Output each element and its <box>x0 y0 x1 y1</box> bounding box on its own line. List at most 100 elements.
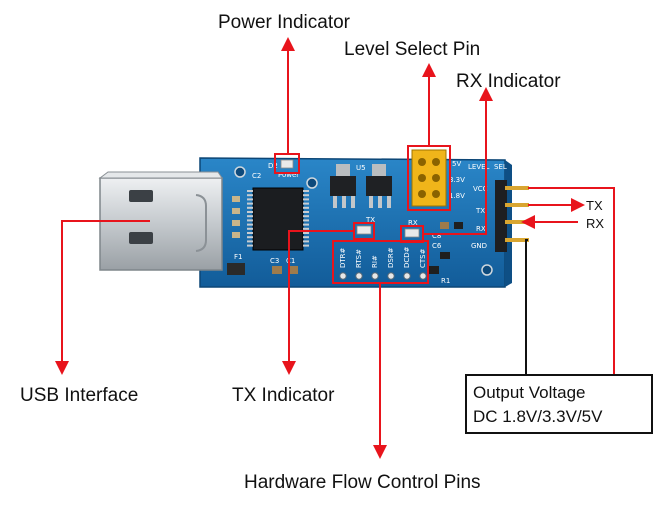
chip-pin <box>303 232 309 234</box>
label-output-voltage: Output Voltage <box>473 383 585 402</box>
chip-pin <box>247 240 253 243</box>
label-tx-line: TX <box>586 198 603 213</box>
chip-pin <box>247 190 253 192</box>
gnd-leader-line <box>525 239 528 375</box>
label-hardware-flow-control: Hardware Flow Control Pins <box>244 472 481 493</box>
silk-c6: C6 <box>432 242 442 250</box>
usb-interface-arrow <box>55 220 150 375</box>
label-power-indicator: Power Indicator <box>218 12 351 33</box>
silk-c8: C8 <box>432 232 441 240</box>
label-usb-interface: USB Interface <box>20 385 138 406</box>
chip-pin <box>303 219 309 222</box>
silk-rx-led: RX <box>408 219 418 227</box>
chip-pin <box>247 223 253 226</box>
output-pin-labels: VCC TX RX GND <box>471 185 488 250</box>
rx-led <box>404 228 420 238</box>
silk-d2: D2 <box>268 162 278 170</box>
silk-gnd: GND <box>471 242 487 250</box>
silk-sel: SEL <box>494 163 507 171</box>
chip-pin <box>247 232 253 234</box>
label-level-select-pin: Level Select Pin <box>344 39 480 60</box>
left-components: F1 C3 C1 C2 <box>227 172 298 275</box>
silk-tx: TX <box>475 207 485 215</box>
chip-pin <box>303 236 309 239</box>
flow-pin-label: DCD# <box>403 246 411 268</box>
chip-pin <box>303 244 309 247</box>
flow-pin-label: DSR# <box>387 247 395 268</box>
flow-pin-label: DTR# <box>339 247 347 268</box>
silk-u5: U5 <box>356 164 366 172</box>
silk-3v3: 3.3V <box>449 176 465 184</box>
rx-indicator-arrow <box>423 87 493 235</box>
label-tx-indicator: TX Indicator <box>232 385 335 406</box>
usb-connector <box>98 171 223 271</box>
silk-tx-led: TX <box>365 216 375 224</box>
flow-pin-hole <box>355 272 363 280</box>
chip-pin <box>247 244 253 247</box>
usb-slot <box>129 190 153 202</box>
silk-c1: C1 <box>286 257 295 265</box>
silk-5v: 5V <box>452 160 461 168</box>
output-pin-header <box>495 180 529 252</box>
chip-pin <box>247 236 253 239</box>
label-rx-indicator: RX Indicator <box>456 71 561 92</box>
silk-r1: R1 <box>441 277 450 285</box>
silk-rx: RX <box>476 225 486 233</box>
flow-pin-hole <box>339 272 347 280</box>
mount-hole <box>234 166 246 178</box>
chip-pin <box>247 211 253 213</box>
output-pin <box>505 220 529 224</box>
level-select-header: 5V 3.3V 1.8V LEVEL SEL <box>411 149 507 207</box>
chip-pin <box>247 202 253 205</box>
leader-lines <box>55 37 615 459</box>
tx-led <box>356 225 372 235</box>
silk-level: LEVEL <box>468 163 490 171</box>
chip-pin <box>303 215 309 218</box>
chip-pin <box>247 198 253 201</box>
flow-control-pins: DTR# RTS# RI# DSR# DCD# CTS# <box>339 246 427 280</box>
chip-pin <box>247 194 253 197</box>
flow-pin-hole <box>371 272 379 280</box>
usb-slot <box>129 232 153 244</box>
chip-pin <box>247 219 253 222</box>
tx-rx-leds: TX RX C8 C6 R1 <box>356 216 463 285</box>
chip-pin <box>247 206 253 209</box>
output-pin <box>505 203 529 207</box>
power-led: Power D2 <box>268 159 299 179</box>
flow-pin-hole <box>419 272 427 280</box>
chip-pin <box>303 202 309 205</box>
chip-pin <box>303 211 309 213</box>
flow-pin-label: RTS# <box>355 249 363 268</box>
silk-c3: C3 <box>270 257 279 265</box>
chip-pin <box>303 190 309 192</box>
flow-pin-label: RI# <box>371 255 379 268</box>
chip-pin <box>303 223 309 226</box>
output-pin <box>505 238 529 242</box>
silk-f1: F1 <box>234 253 242 261</box>
chip-pin <box>303 198 309 201</box>
silk-power: Power <box>278 171 299 179</box>
chip-pin <box>247 215 253 218</box>
vcc-leader-line <box>528 187 615 375</box>
label-output-voltage-range: DC 1.8V/3.3V/5V <box>473 407 603 426</box>
chip-pin <box>303 227 309 230</box>
silk-c2: C2 <box>252 172 261 180</box>
tx-indicator-arrow <box>282 230 354 375</box>
label-rx-line: RX <box>586 216 604 231</box>
output-pin <box>505 186 529 190</box>
flow-pin-label: CTS# <box>419 248 427 268</box>
chip-pin <box>303 206 309 209</box>
chip-pin <box>303 240 309 243</box>
output-voltage-box: Output Voltage DC 1.8V/3.3V/5V <box>465 374 653 434</box>
mount-hole <box>481 264 493 276</box>
flow-pin-hole <box>387 272 395 280</box>
mount-hole <box>306 177 318 189</box>
chip-pin <box>247 227 253 230</box>
voltage-regulators: U5 <box>330 164 392 208</box>
silk-1v8: 1.8V <box>449 192 465 200</box>
usb-uart-chip <box>247 187 309 251</box>
chip-pin <box>303 194 309 197</box>
flow-pin-hole <box>403 272 411 280</box>
silk-vcc: VCC <box>473 185 488 193</box>
